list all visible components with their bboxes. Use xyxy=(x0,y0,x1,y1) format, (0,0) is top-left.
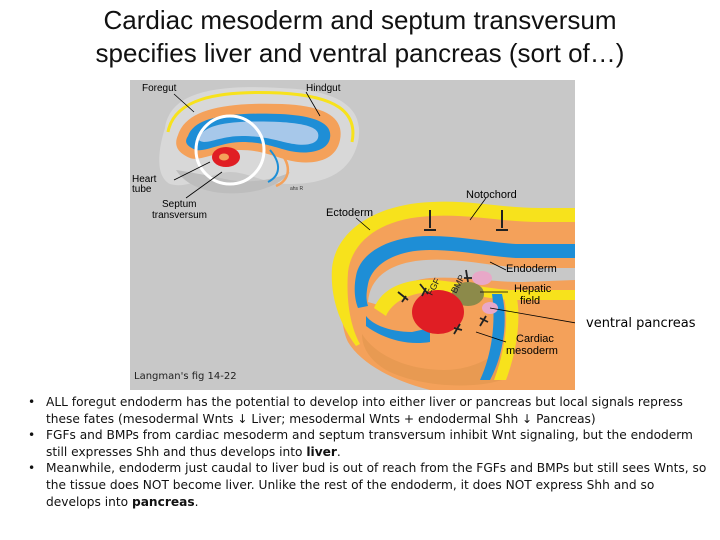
label-heart-2: tube xyxy=(132,184,152,195)
signal-arrow-2 xyxy=(419,283,429,297)
zoom-signal-arrows xyxy=(397,269,489,335)
highlight-circle xyxy=(194,114,266,186)
embryo-lower-body xyxy=(176,170,290,194)
zoom-endoderm-upper xyxy=(354,236,575,308)
title-line-2: specifies liver and ventral pancreas (so… xyxy=(95,38,625,68)
zoom-notochord-marks xyxy=(424,210,508,231)
label-hepatic-1: Hepatic xyxy=(514,283,552,295)
slide-title: Cardiac mesoderm and septum transversum … xyxy=(0,4,720,70)
label-cardiac-1: Cardiac xyxy=(516,333,554,345)
embryo-curl-line-2 xyxy=(267,149,279,183)
label-ectoderm: Ectoderm xyxy=(326,207,373,219)
bullet-text: ALL foregut endoderm has the potential t… xyxy=(46,395,683,426)
bullet-item: ALL foregut endoderm has the potential t… xyxy=(28,394,708,427)
bullet-text-pre: FGFs and BMPs from cardiac mesoderm and … xyxy=(46,428,693,459)
label-hepatic-2: field xyxy=(520,295,540,307)
pointer-cardiac xyxy=(475,331,507,343)
pointer-ventral-pancreas xyxy=(489,307,575,324)
bullet-text-post: . xyxy=(194,494,199,509)
signal-arrow-5 xyxy=(453,323,463,335)
notochord-mark-2 xyxy=(496,210,508,231)
zoom-heart xyxy=(412,290,464,334)
zoom-hepatic-field xyxy=(452,282,484,306)
zoom-pointers xyxy=(355,197,575,343)
label-heart-1: Heart xyxy=(132,174,157,185)
small-embryo-pointers xyxy=(173,91,321,199)
zoom-endoderm-lower xyxy=(366,316,430,344)
signal-arrow-1 xyxy=(397,291,409,303)
figure-caption: Langman's fig 14-22 xyxy=(134,371,237,382)
title-line-1: Cardiac mesoderm and septum transversum xyxy=(103,5,617,35)
pointer-hindgut xyxy=(305,91,321,117)
embryo-heart-lumen xyxy=(219,153,229,161)
label-septum-2: transversum xyxy=(152,210,207,221)
zoomed-section xyxy=(331,201,575,390)
label-foregut: Foregut xyxy=(142,83,177,94)
label-septum-1: Septum xyxy=(162,199,196,210)
bullet-item: FGFs and BMPs from cardiac mesoderm and … xyxy=(28,427,708,460)
embryo-curl-line xyxy=(275,151,289,188)
label-cardiac-2: mesoderm xyxy=(506,345,558,357)
zoom-pink-blob-1 xyxy=(472,271,492,285)
pointer-heart-tube xyxy=(173,161,211,181)
signal-arrow-4 xyxy=(479,315,489,327)
zoom-yellow-rim-right xyxy=(494,290,519,380)
bullet-item: Meanwhile, endoderm just caudal to liver… xyxy=(28,460,708,510)
bullet-text-pre: Meanwhile, endoderm just caudal to liver… xyxy=(46,461,707,509)
bullet-bold-pancreas: pancreas xyxy=(131,494,195,509)
label-endoderm: Endoderm xyxy=(506,263,557,275)
zoom-mesoderm-lower xyxy=(362,334,502,386)
pointer-foregut xyxy=(173,93,195,113)
bullet-list: ALL foregut endoderm has the potential t… xyxy=(28,394,708,510)
pointer-notochord xyxy=(469,197,487,221)
bullet-text-post: . xyxy=(336,444,341,459)
bullet-bold-liver: liver xyxy=(306,444,337,459)
whole-embryo xyxy=(159,87,360,194)
embryo-ectoderm-line xyxy=(166,91,355,143)
label-signature: ahs R xyxy=(290,186,303,192)
label-hindgut: Hindgut xyxy=(306,83,341,94)
pointer-endoderm xyxy=(489,261,507,271)
ventral-pancreas-label: ventral pancreas xyxy=(586,316,696,331)
embryo-diagram: Foregut Hindgut Heart tube Septum transv… xyxy=(130,80,575,390)
pointer-ectoderm xyxy=(355,217,371,231)
label-notochord: Notochord xyxy=(466,189,517,201)
pointer-septum xyxy=(185,171,223,199)
notochord-mark-1 xyxy=(424,210,436,231)
zoom-ectoderm-band xyxy=(331,201,575,346)
zoom-endoderm-right xyxy=(480,294,505,380)
zoom-lumen xyxy=(368,259,575,306)
signal-arrow-3 xyxy=(464,269,472,283)
